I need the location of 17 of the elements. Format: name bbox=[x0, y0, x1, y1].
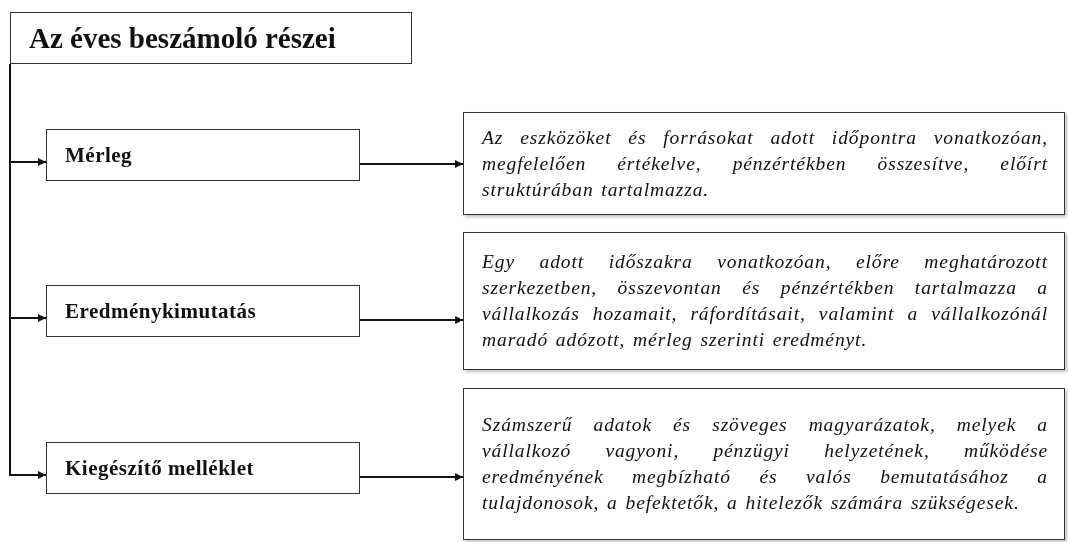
box-label: Eredménykimutatás bbox=[65, 298, 257, 324]
arrow bbox=[359, 316, 464, 324]
arrow bbox=[359, 160, 464, 168]
description-box bbox=[463, 232, 1065, 370]
box-label: Kiegészítő melléklet bbox=[65, 455, 254, 481]
process-box bbox=[46, 129, 360, 181]
heading-label: Az éves beszámoló részei bbox=[29, 21, 336, 55]
arrow bbox=[359, 473, 464, 481]
description-box bbox=[463, 112, 1065, 215]
description-text: Számszerű adatok és szöveges magyarázatok, melyek a vállalkozó vagyoni, pénzügyi helyzetének, működése eredményének megbízható és valós bemutatásához a tulajdonosok, a befektetők, a hitelezők számára szükségesek. bbox=[482, 413, 1048, 515]
description-box bbox=[463, 388, 1065, 540]
process-box bbox=[46, 442, 360, 494]
description-text: Az eszközöket és forrásokat adott időpontra vonatkozóan, megfelelően értékelve, pénzértékben összesítve, előírt struktúrában tartalmazza. bbox=[482, 125, 1048, 202]
box-label: Mérleg bbox=[65, 142, 133, 168]
process-box bbox=[46, 285, 360, 337]
description-text: Egy adott időszakra vonatkozóan, előre meghatározott szerkezetben, összevontan és pénzértékben tartalmazza a vállalkozás hozamait, ráfordításait, valamint a vállalkozónál maradó adózott, mérleg szerinti eredményt. bbox=[482, 250, 1048, 352]
title-box bbox=[10, 12, 412, 64]
